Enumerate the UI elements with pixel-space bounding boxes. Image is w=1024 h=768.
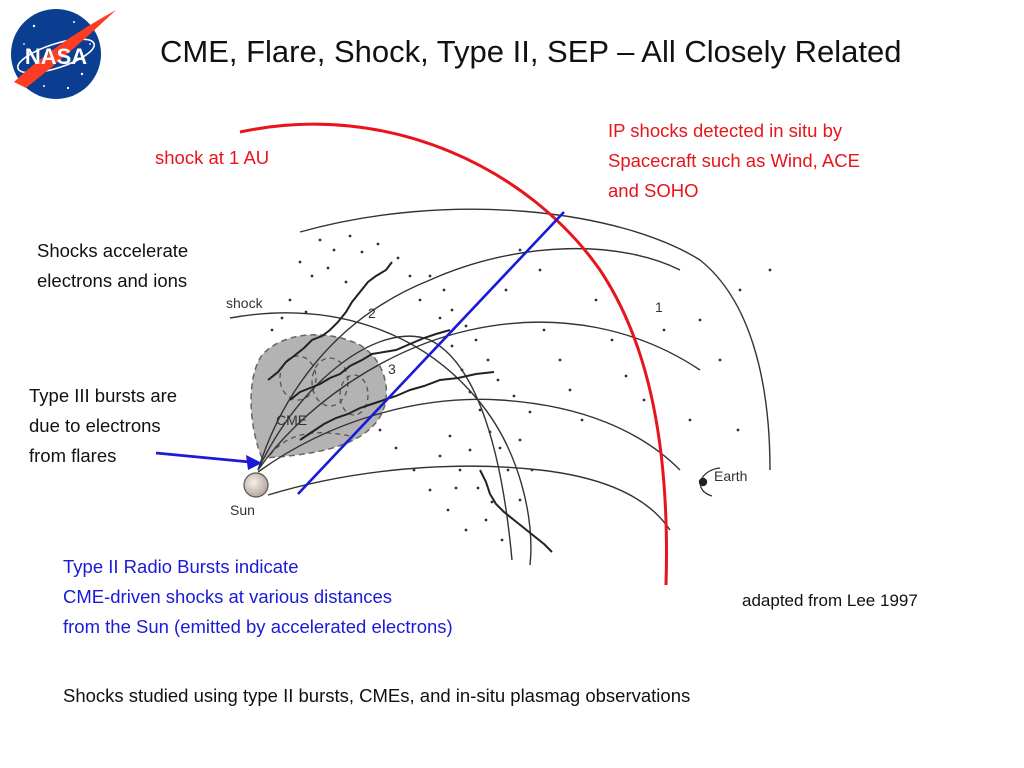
credit-note: adapted from Lee 1997 <box>742 591 918 610</box>
ip-shocks-note: IP shocks detected in situ by Spacecraft… <box>608 116 860 206</box>
ip-shocks-line: Spacecraft such as Wind, ACE <box>608 150 860 171</box>
nasa-logo-icon: NASA <box>11 9 116 99</box>
shock-1au-label: shock at 1 AU <box>155 147 270 168</box>
type-iii-line: Type III bursts are <box>29 385 178 406</box>
label-region-3: 3 <box>388 361 396 377</box>
logo-text: NASA <box>25 44 87 69</box>
shocks-accelerate-line: Shocks accelerate <box>37 240 189 261</box>
label-cme: CME <box>276 412 307 428</box>
field-lines <box>229 208 771 566</box>
cme-region <box>250 334 388 459</box>
ip-shocks-line: and SOHO <box>608 180 699 201</box>
type-iii-line: due to electrons <box>29 415 161 436</box>
label-region-2: 2 <box>368 305 376 321</box>
sun-icon <box>243 472 269 498</box>
type-iii-note: Type III bursts are due to electrons fro… <box>29 381 177 471</box>
type-ii-line: CME-driven shocks at various distances <box>63 586 393 607</box>
footer-note: Shocks studied using type II bursts, CME… <box>63 685 691 706</box>
slide-title: CME, Flare, Shock, Type II, SEP – All Cl… <box>160 34 902 69</box>
type-ii-note: Type II Radio Bursts indicate CME-driven… <box>63 552 453 642</box>
label-sun: Sun <box>230 502 255 518</box>
type-ii-line: from the Sun (emitted by accelerated ele… <box>63 616 453 637</box>
blue-shock-line <box>297 211 565 495</box>
shock-fronts <box>267 261 553 553</box>
type-iii-arrow <box>155 451 262 470</box>
ip-shocks-line: IP shocks detected in situ by <box>608 120 843 141</box>
shocks-accelerate-note: Shocks accelerate electrons and ions <box>37 236 188 296</box>
label-shock: shock <box>226 295 264 311</box>
cme-inner-loops <box>269 355 369 456</box>
type-ii-line: Type II Radio Bursts indicate <box>63 556 299 577</box>
type-iii-line: from flares <box>29 445 117 466</box>
label-earth: Earth <box>714 468 747 484</box>
earth-icon <box>698 467 721 497</box>
shocks-accelerate-line: electrons and ions <box>37 270 188 291</box>
particle-dots <box>270 234 772 542</box>
shock-1au-arc <box>239 122 668 586</box>
label-region-1: 1 <box>655 299 663 315</box>
